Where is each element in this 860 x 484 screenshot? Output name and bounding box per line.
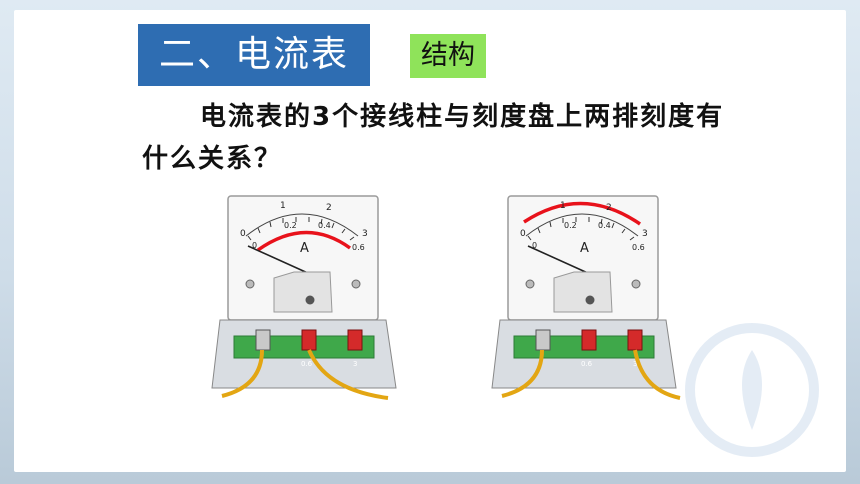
terminal-red-icon (301, 329, 317, 351)
ammeter-right-illustration: 0 1 2 3 0 0.2 0.4 0.6 A 0.6 3 (491, 195, 681, 400)
terminal-label-3: 3 (353, 360, 357, 368)
wire-right (307, 349, 389, 400)
upper-label-2: 2 (606, 203, 612, 213)
zero-adjust-icon (305, 295, 315, 305)
ammeter-right: 0 1 2 3 0 0.2 0.4 0.6 A 0.6 3 (490, 192, 690, 402)
scale-arc (525, 213, 639, 237)
upper-label-3: 3 (362, 229, 368, 239)
zero-adjust-icon (585, 295, 595, 305)
lower-label-2: 0.4 (318, 221, 331, 230)
question-text: 电流表的3个接线柱与刻度盘上两排刻度有什么关系？ (142, 102, 725, 174)
screw-icon (351, 279, 361, 289)
terminal-red-icon (627, 329, 643, 351)
lower-label-1: 0.2 (284, 221, 297, 230)
needle (527, 245, 591, 275)
upper-label-0: 0 (240, 229, 246, 239)
wire-right (633, 349, 681, 400)
wire-left (501, 349, 544, 398)
section-tag: 结构 (410, 34, 486, 78)
screw-icon (631, 279, 641, 289)
pivot-cover (273, 271, 333, 313)
screw-icon (525, 279, 535, 289)
lower-label-2: 0.4 (598, 221, 611, 230)
page-title: 二、电流表 (138, 24, 370, 86)
lower-label-3: 0.6 (352, 243, 365, 252)
terminal-red-icon (347, 329, 363, 351)
upper-label-1: 1 (280, 201, 286, 211)
terminal-negative-icon (255, 329, 271, 351)
watermark-logo-icon (685, 323, 819, 457)
ammeter-left-illustration: 0 1 2 3 0 0.2 0.4 0.6 A 0.6 3 (211, 195, 397, 400)
upper-label-0: 0 (520, 229, 526, 239)
highlight-arc (256, 230, 352, 252)
highlight-arc (523, 201, 641, 226)
scale-arc (245, 213, 359, 237)
lower-label-0: 0 (252, 241, 257, 250)
unit-label: A (580, 241, 589, 256)
wire-left (221, 349, 264, 398)
terminal-label-0.6: 0.6 (301, 360, 313, 368)
lower-label-1: 0.2 (564, 221, 577, 230)
pivot-cover (553, 271, 613, 313)
upper-label-3: 3 (642, 229, 648, 239)
lower-label-3: 0.6 (632, 243, 645, 252)
ammeter-left: 0 1 2 3 0 0.2 0.4 0.6 A 0.6 3 (210, 192, 410, 402)
upper-label-1: 1 (560, 201, 566, 211)
terminal-label-3: 3 (633, 360, 637, 368)
lower-label-0: 0 (532, 241, 537, 250)
scale-ticks (527, 217, 635, 241)
screw-icon (245, 279, 255, 289)
needle (247, 245, 311, 275)
upper-label-2: 2 (326, 203, 332, 213)
unit-label: A (300, 241, 309, 256)
scale-ticks (247, 217, 355, 241)
terminal-red-icon (581, 329, 597, 351)
terminal-label-0.6: 0.6 (581, 360, 593, 368)
terminal-negative-icon (535, 329, 551, 351)
slide-canvas: 二、电流表 结构 电流表的3个接线柱与刻度盘上两排刻度有什么关系？ 0 1 2 … (14, 10, 846, 472)
